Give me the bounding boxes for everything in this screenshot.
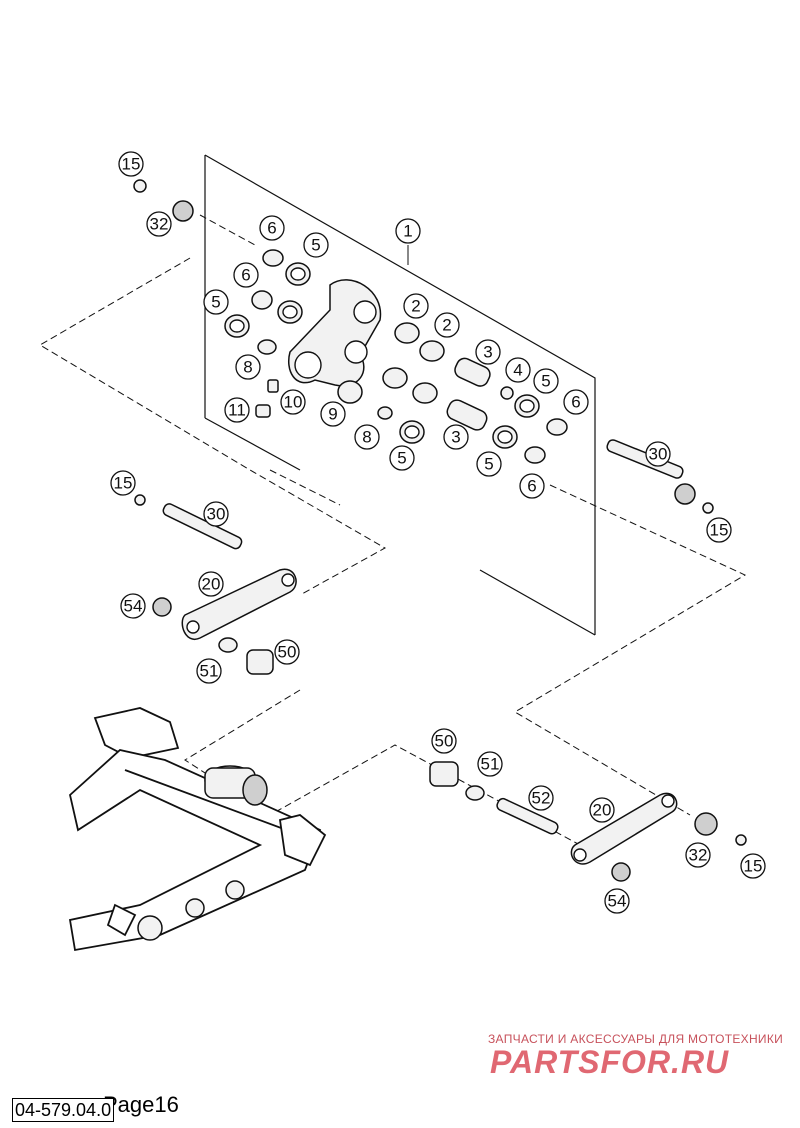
svg-text:30: 30 [207,505,226,524]
link-arm-right [570,792,678,865]
callout-3: 3 [443,424,469,450]
svg-text:50: 50 [435,732,454,751]
callout-51: 51 [196,658,222,684]
svg-text:54: 54 [124,597,143,616]
callout-15: 15 [118,151,144,177]
svg-text:5: 5 [397,449,406,468]
svg-text:20: 20 [593,801,612,820]
svg-text:2: 2 [442,316,451,335]
callout-30: 30 [203,501,229,527]
svg-text:54: 54 [608,892,627,911]
callout-50: 50 [274,639,300,665]
callout-5: 5 [476,451,502,477]
callout-5: 5 [389,445,415,471]
svg-text:6: 6 [241,266,250,285]
callout-15: 15 [706,517,732,543]
watermark-tagline: ЗАПЧАСТИ И АКСЕССУАРЫ ДЛЯ МОТОТЕХНИКИ [488,1032,784,1046]
bearings-and-seals [224,249,568,464]
callout-20: 20 [589,797,615,823]
linkage-lever [288,279,382,387]
svg-text:5: 5 [484,455,493,474]
watermark-logo: PARTSFOR.RU [490,1044,730,1080]
svg-text:5: 5 [311,236,320,255]
svg-text:6: 6 [527,477,536,496]
callout-9: 9 [320,401,346,427]
callout-1: 1 [395,218,421,244]
callout-2: 2 [434,312,460,338]
svg-text:52: 52 [532,789,551,808]
callout-54: 54 [604,888,630,914]
svg-text:6: 6 [267,219,276,238]
svg-text:3: 3 [483,343,492,362]
callout-52: 52 [528,785,554,811]
callout-30: 30 [645,441,671,467]
callout-10: 10 [280,389,306,415]
kit-panel-outline [204,154,596,636]
svg-text:10: 10 [284,393,303,412]
callout-20: 20 [198,571,224,597]
callout-15: 15 [740,853,766,879]
callout-3: 3 [475,339,501,365]
svg-text:15: 15 [122,155,141,174]
callout-6: 6 [259,215,285,241]
frame-swingarm [68,707,327,952]
bolts-and-nuts [133,179,747,882]
callout-5: 5 [303,232,329,258]
callout-6: 6 [519,473,545,499]
svg-text:20: 20 [202,575,221,594]
callout-15: 15 [110,470,136,496]
svg-text:15: 15 [114,474,133,493]
callout-6: 6 [233,262,259,288]
callout-51: 51 [477,751,503,777]
svg-text:50: 50 [278,643,297,662]
callout-32: 32 [146,211,172,237]
callout-8: 8 [235,354,261,380]
svg-text:6: 6 [571,393,580,412]
svg-text:4: 4 [513,361,522,380]
document-code: 04-579.04.0 [12,1098,115,1122]
svg-text:15: 15 [744,857,763,876]
callout-labels: 1 15 32 6 5 6 5 2 2 3 4 5 6 8 10 11 9 8 … [110,151,766,914]
svg-text:8: 8 [243,358,252,377]
callout-50: 50 [431,728,457,754]
callout-2: 2 [403,293,429,319]
svg-text:3: 3 [451,428,460,447]
svg-text:5: 5 [211,293,220,312]
callout-11: 11 [224,397,250,423]
callout-32: 32 [685,842,711,868]
svg-text:51: 51 [481,755,500,774]
svg-text:51: 51 [200,662,219,681]
callout-6: 6 [563,389,589,415]
link-arm-left [181,568,297,641]
callout-54: 54 [120,593,146,619]
svg-text:5: 5 [541,372,550,391]
page-label: Page16 [103,1092,179,1117]
callout-4: 4 [505,357,531,383]
svg-text:15: 15 [710,521,729,540]
callout-8: 8 [354,424,380,450]
svg-text:8: 8 [362,428,371,447]
svg-text:30: 30 [649,445,668,464]
callout-5: 5 [533,368,559,394]
svg-text:11: 11 [228,401,246,420]
svg-text:1: 1 [403,222,412,241]
callout-5: 5 [203,289,229,315]
svg-text:2: 2 [411,297,420,316]
svg-text:32: 32 [150,215,169,234]
svg-text:32: 32 [689,846,708,865]
svg-text:9: 9 [328,405,337,424]
